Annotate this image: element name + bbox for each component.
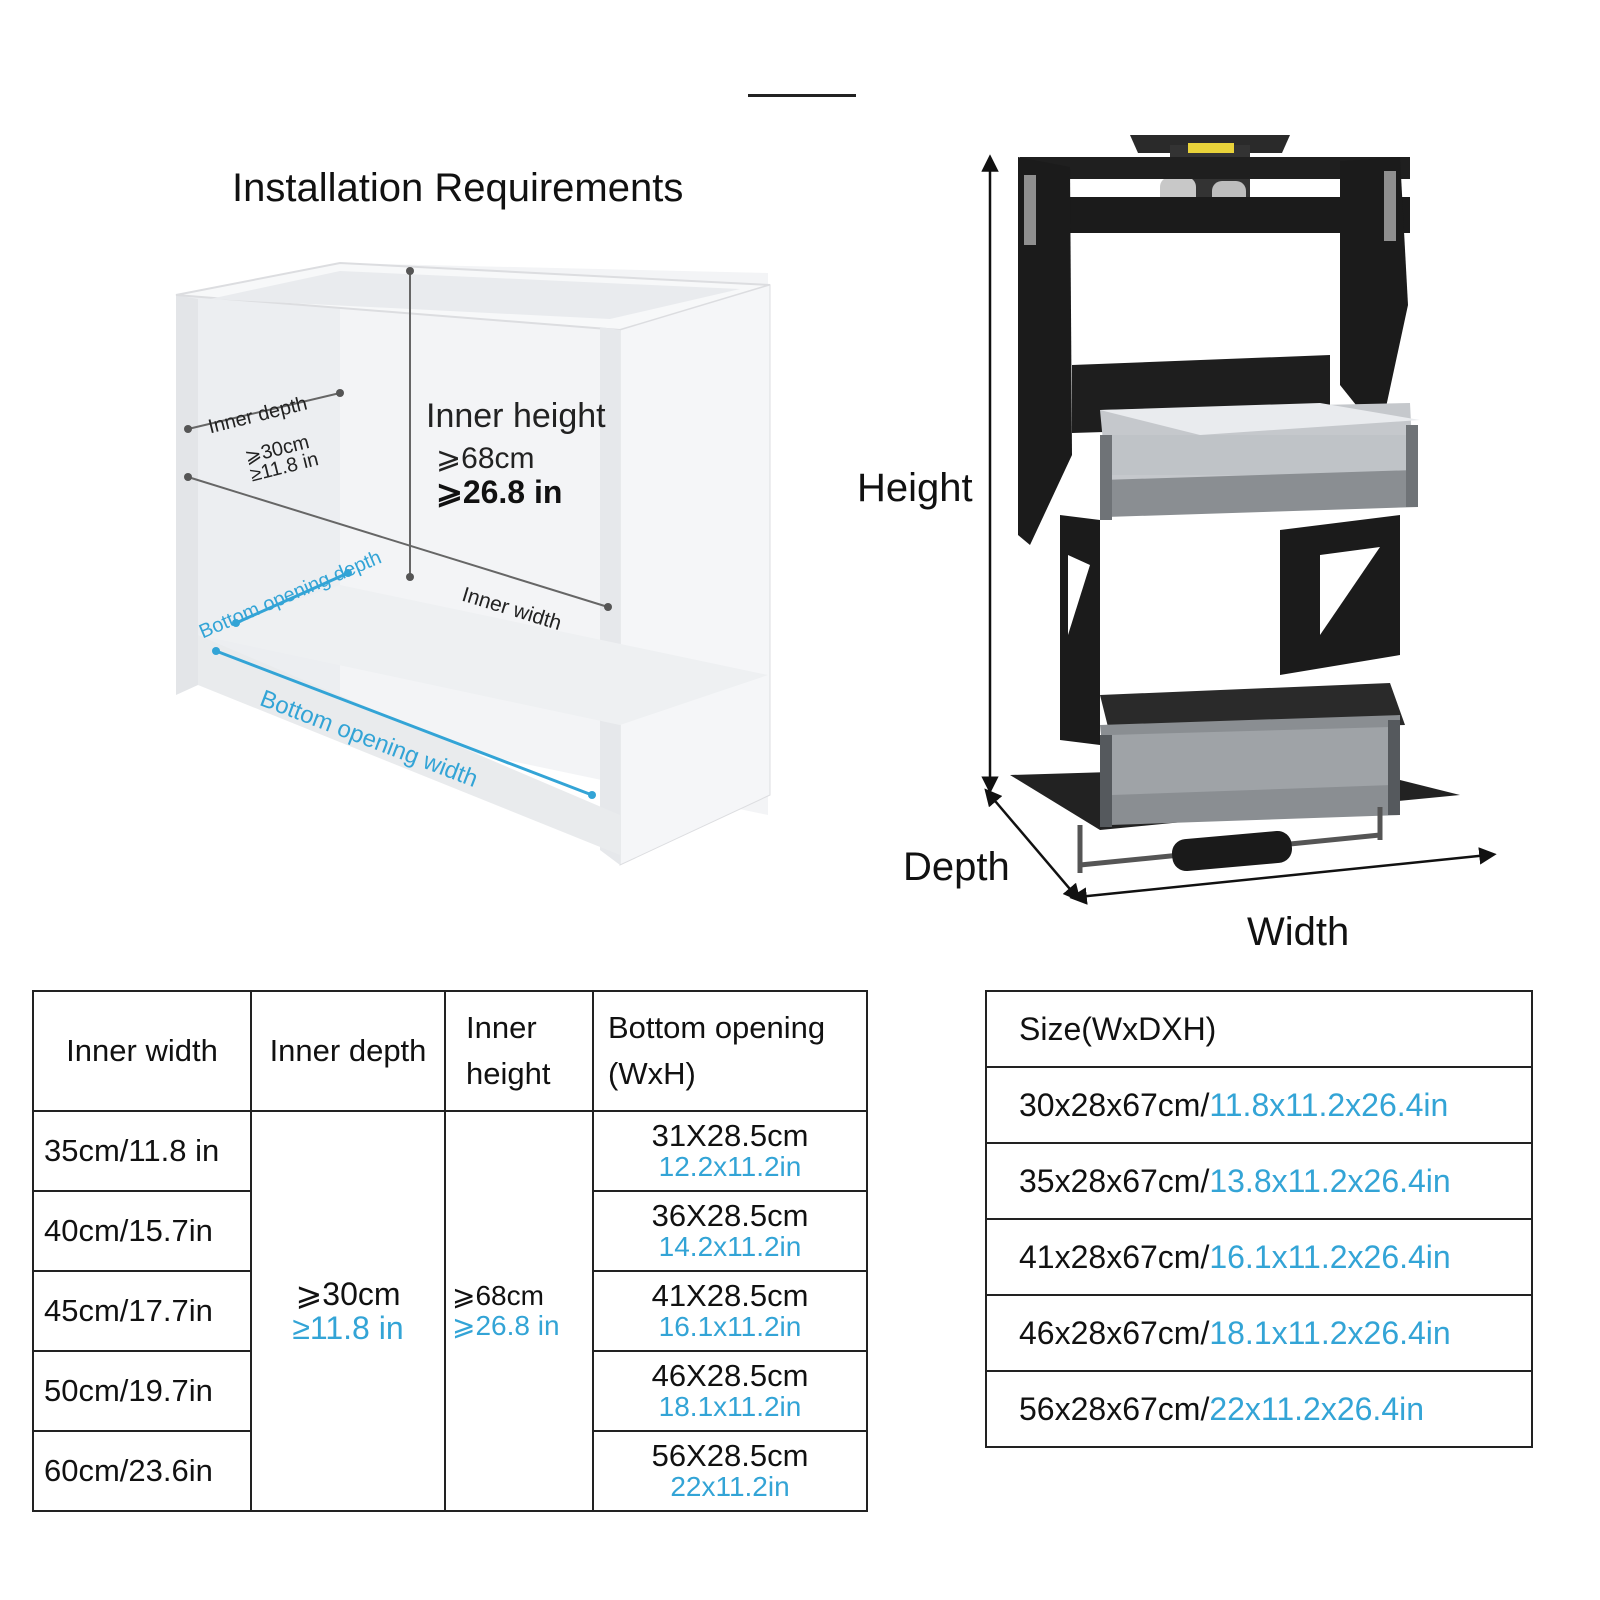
inner-width-cell: 40cm/15.7in xyxy=(32,1190,252,1272)
header-inner-height-line2: height xyxy=(466,1056,551,1091)
opening-in: 16.1x11.2in xyxy=(658,1310,802,1342)
inner-height-in: ⩾26.8 in xyxy=(452,1310,560,1341)
opening-cm: 36X28.5cm xyxy=(651,1197,809,1233)
table-header-row: Inner width Inner depth Inner height Bot… xyxy=(32,990,868,1112)
size-row: 41x28x67cm/16.1x11.2x26.4in xyxy=(985,1218,1533,1296)
table-row: 45cm/17.7in 41X28.5cm 16.1x11.2in xyxy=(32,1270,868,1352)
size-table: Size(WxDXH) 30x28x67cm/11.8x11.2x26.4in … xyxy=(985,990,1533,1448)
top-divider xyxy=(748,94,856,97)
page-title: Installation Requirements xyxy=(232,166,684,210)
inner-height-label: Inner height xyxy=(426,397,606,435)
size-cell: 30x28x67cm/11.8x11.2x26.4in xyxy=(985,1066,1533,1144)
bottom-opening-cell: 46X28.5cm 18.1x11.2in xyxy=(592,1350,868,1432)
header-inner-depth: Inner depth xyxy=(250,990,446,1112)
width-dimension-label: Width xyxy=(1247,910,1350,954)
size-in: 13.8x11.2x26.4in xyxy=(1209,1162,1451,1199)
size-in: 11.8x11.2x26.4in xyxy=(1209,1086,1449,1123)
opening-cm: 46X28.5cm xyxy=(651,1357,809,1393)
bottom-opening-cell: 56X28.5cm 22x11.2in xyxy=(592,1430,868,1512)
inner-width-cell: 45cm/17.7in xyxy=(32,1270,252,1352)
table-row: 35cm/11.8 in ⩾30cm ≥11.8 in ⩾68cm ⩾26.8 … xyxy=(32,1110,868,1512)
size-row: 35x28x67cm/13.8x11.2x26.4in xyxy=(985,1142,1533,1220)
depth-dimension-label: Depth xyxy=(903,845,1010,889)
inner-depth-cell: ⩾30cm ≥11.8 in xyxy=(250,1110,446,1512)
table-row: 60cm/23.6in 56X28.5cm 22x11.2in xyxy=(32,1430,868,1512)
opening-cm: 31X28.5cm xyxy=(651,1117,809,1153)
opening-cm: 41X28.5cm xyxy=(651,1277,809,1313)
opening-cm: 56X28.5cm xyxy=(651,1437,809,1473)
size-row: 46x28x67cm/18.1x11.2x26.4in xyxy=(985,1294,1533,1372)
inner-height-in-label: ⩾26.8 in xyxy=(436,474,563,510)
size-row: 30x28x67cm/11.8x11.2x26.4in xyxy=(985,1066,1533,1144)
header-bottom-opening-line2: (WxH) xyxy=(608,1056,696,1091)
inner-width-cell: 35cm/11.8 in xyxy=(32,1110,252,1192)
size-table-header: Size(WxDXH) xyxy=(985,990,1533,1068)
size-cell: 41x28x67cm/16.1x11.2x26.4in xyxy=(985,1218,1533,1296)
size-table-header-row: Size(WxDXH) xyxy=(985,990,1533,1068)
inner-height-cm: ⩾68cm xyxy=(452,1280,544,1311)
bottom-opening-cell: 41X28.5cm 16.1x11.2in xyxy=(592,1270,868,1352)
header-inner-width: Inner width xyxy=(32,990,252,1112)
rack-drawing xyxy=(981,135,1497,905)
size-row: 56x28x67cm/22x11.2x26.4in xyxy=(985,1370,1533,1448)
opening-in: 18.1x11.2in xyxy=(658,1390,802,1422)
cabinet-diagram: Inner depth ⩾30cm ≥11.8 in Inner height … xyxy=(170,255,810,895)
size-in: 16.1x11.2x26.4in xyxy=(1209,1238,1451,1275)
inner-width-cell: 60cm/23.6in xyxy=(32,1430,252,1512)
opening-in: 22x11.2in xyxy=(670,1470,790,1502)
header-bottom-opening-line1: Bottom opening xyxy=(608,1010,826,1045)
size-cm: 46x28x67cm/ xyxy=(1019,1314,1210,1351)
installation-requirements-table: Inner width Inner depth Inner height Bot… xyxy=(32,990,868,1512)
table-row: 40cm/15.7in 36X28.5cm 14.2x11.2in xyxy=(32,1190,868,1272)
inner-width-cell: 50cm/19.7in xyxy=(32,1350,252,1432)
size-cell: 35x28x67cm/13.8x11.2x26.4in xyxy=(985,1142,1533,1220)
inner-depth-in: ≥11.8 in xyxy=(292,1310,404,1346)
size-cell: 56x28x67cm/22x11.2x26.4in xyxy=(985,1370,1533,1448)
inner-height-cell: ⩾68cm ⩾26.8 in xyxy=(444,1110,594,1512)
cabinet-drawing xyxy=(175,261,771,866)
size-cell: 46x28x67cm/18.1x11.2x26.4in xyxy=(985,1294,1533,1372)
height-dimension-label: Height xyxy=(857,466,973,510)
size-in: 22x11.2x26.4in xyxy=(1209,1390,1425,1427)
size-cm: 35x28x67cm/ xyxy=(1019,1162,1210,1199)
size-cm: 30x28x67cm/ xyxy=(1019,1086,1210,1123)
bottom-opening-cell: 31X28.5cm 12.2x11.2in xyxy=(592,1110,868,1192)
rack-diagram xyxy=(960,135,1500,915)
size-cm: 56x28x67cm/ xyxy=(1019,1390,1210,1427)
size-cm: 41x28x67cm/ xyxy=(1019,1238,1210,1275)
inner-depth-cm: ⩾30cm xyxy=(295,1276,401,1312)
header-inner-height-line1: Inner xyxy=(466,1010,537,1045)
opening-in: 14.2x11.2in xyxy=(658,1230,802,1262)
table-row: 50cm/19.7in 46X28.5cm 18.1x11.2in xyxy=(32,1350,868,1432)
inner-height-cm-label: ⩾68cm xyxy=(436,442,535,475)
opening-in: 12.2x11.2in xyxy=(658,1150,802,1182)
header-bottom-opening: Bottom opening (WxH) xyxy=(592,990,868,1112)
size-in: 18.1x11.2x26.4in xyxy=(1209,1314,1451,1351)
header-inner-height: Inner height xyxy=(444,990,594,1112)
bottom-opening-cell: 36X28.5cm 14.2x11.2in xyxy=(592,1190,868,1272)
